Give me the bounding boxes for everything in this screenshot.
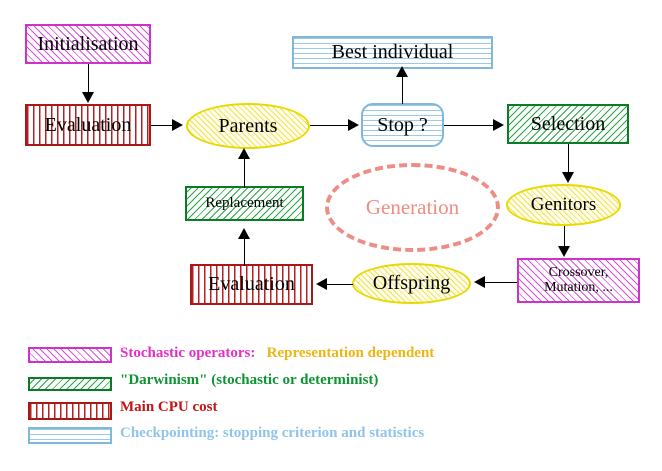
edge-stop-to-selection-line: [444, 125, 496, 126]
node-offspring-label: Offspring: [372, 272, 451, 294]
node-genitors: Genitors: [506, 184, 621, 226]
legend-swatch-stochastic-operators: [28, 347, 112, 363]
legend-text-darwinism-primary: "Darwinism" (stochastic or determinist): [120, 372, 379, 388]
edge-offspring-to-evaluation-arrow: [316, 278, 327, 290]
legend-swatch-main-cpu-cost: [28, 402, 112, 420]
node-initialisation-label: Initialisation: [37, 32, 139, 55]
edge-stop-to-best-arrow: [396, 66, 408, 77]
legend-swatch-darwinism: [28, 377, 112, 391]
edge-parents-to-stop-line: [310, 125, 352, 126]
edge-crossover-to-offspring-line: [485, 282, 517, 283]
legend-text-main-cpu-cost: Main CPU cost: [120, 399, 218, 416]
edge-selection-to-genitors-arrow: [562, 172, 574, 183]
edge-initialisation-to-evaluation-arrow: [82, 92, 94, 103]
edge-evaluation-to-replacement-arrow: [238, 228, 250, 239]
node-offspring: Offspring: [352, 263, 471, 304]
node-evaluation_bot-label: Evaluation: [208, 273, 295, 295]
legend-text-checkpointing: Checkpointing: stopping criterion and st…: [120, 425, 424, 442]
legend-text-checkpointing-primary: Checkpointing: stopping criterion and st…: [120, 425, 425, 441]
node-generation: Generation: [325, 163, 500, 252]
legend-text-stochastic-operators: Stochastic operators: Representation dep…: [120, 345, 434, 362]
legend-text-main-cpu-cost-primary: Main CPU cost: [120, 399, 218, 415]
edge-genitors-to-crossover-line: [564, 226, 565, 248]
node-stop-label: Stop ?: [377, 113, 428, 136]
edge-evaluation-to-parents-line: [151, 125, 177, 126]
node-selection-label: Selection: [530, 112, 606, 135]
edge-parents-to-stop-arrow: [348, 119, 359, 131]
edge-offspring-to-evaluation-line: [327, 284, 353, 285]
node-parents: Parents: [186, 103, 310, 149]
node-replacement-label: Replacement: [205, 194, 284, 211]
legend-swatch-checkpointing: [28, 427, 112, 444]
node-evaluation_bot: Evaluation: [190, 264, 313, 305]
node-stop: Stop ?: [361, 103, 444, 147]
edge-evaluation-to-replacement-line: [244, 234, 245, 266]
edge-stop-to-selection-arrow: [493, 119, 504, 131]
node-parents-label: Parents: [218, 114, 278, 137]
edge-genitors-to-crossover-arrow: [558, 246, 570, 257]
node-generation-label: Generation: [365, 195, 460, 220]
edge-evaluation-to-parents-arrow: [172, 119, 183, 131]
edge-stop-to-best-line: [402, 72, 403, 104]
node-initialisation: Initialisation: [25, 24, 151, 64]
edge-selection-to-genitors-line: [568, 144, 569, 174]
node-crossover-label: Crossover, Mutation, ...: [544, 264, 613, 295]
legend-text-stochastic-operators-secondary: Representation dependent: [266, 345, 435, 361]
node-evaluation_top: Evaluation: [25, 104, 151, 146]
legend-text-stochastic-operators-primary: Stochastic operators:: [120, 345, 256, 361]
edge-replacement-to-parents-line: [244, 156, 245, 188]
node-best_individual-label: Best individual: [331, 41, 454, 63]
node-selection: Selection: [507, 104, 629, 144]
node-evaluation_top-label: Evaluation: [44, 113, 132, 136]
legend-text-stochastic-operators-gap: [255, 345, 266, 361]
edge-replacement-to-parents-arrow: [238, 148, 250, 159]
node-crossover: Crossover, Mutation, ...: [517, 258, 640, 303]
node-best_individual: Best individual: [292, 36, 493, 69]
legend-text-darwinism: "Darwinism" (stochastic or determinist): [120, 372, 378, 389]
node-genitors-label: Genitors: [530, 194, 597, 216]
edge-crossover-to-offspring-arrow: [474, 276, 485, 288]
edge-initialisation-to-evaluation-line: [88, 64, 89, 94]
